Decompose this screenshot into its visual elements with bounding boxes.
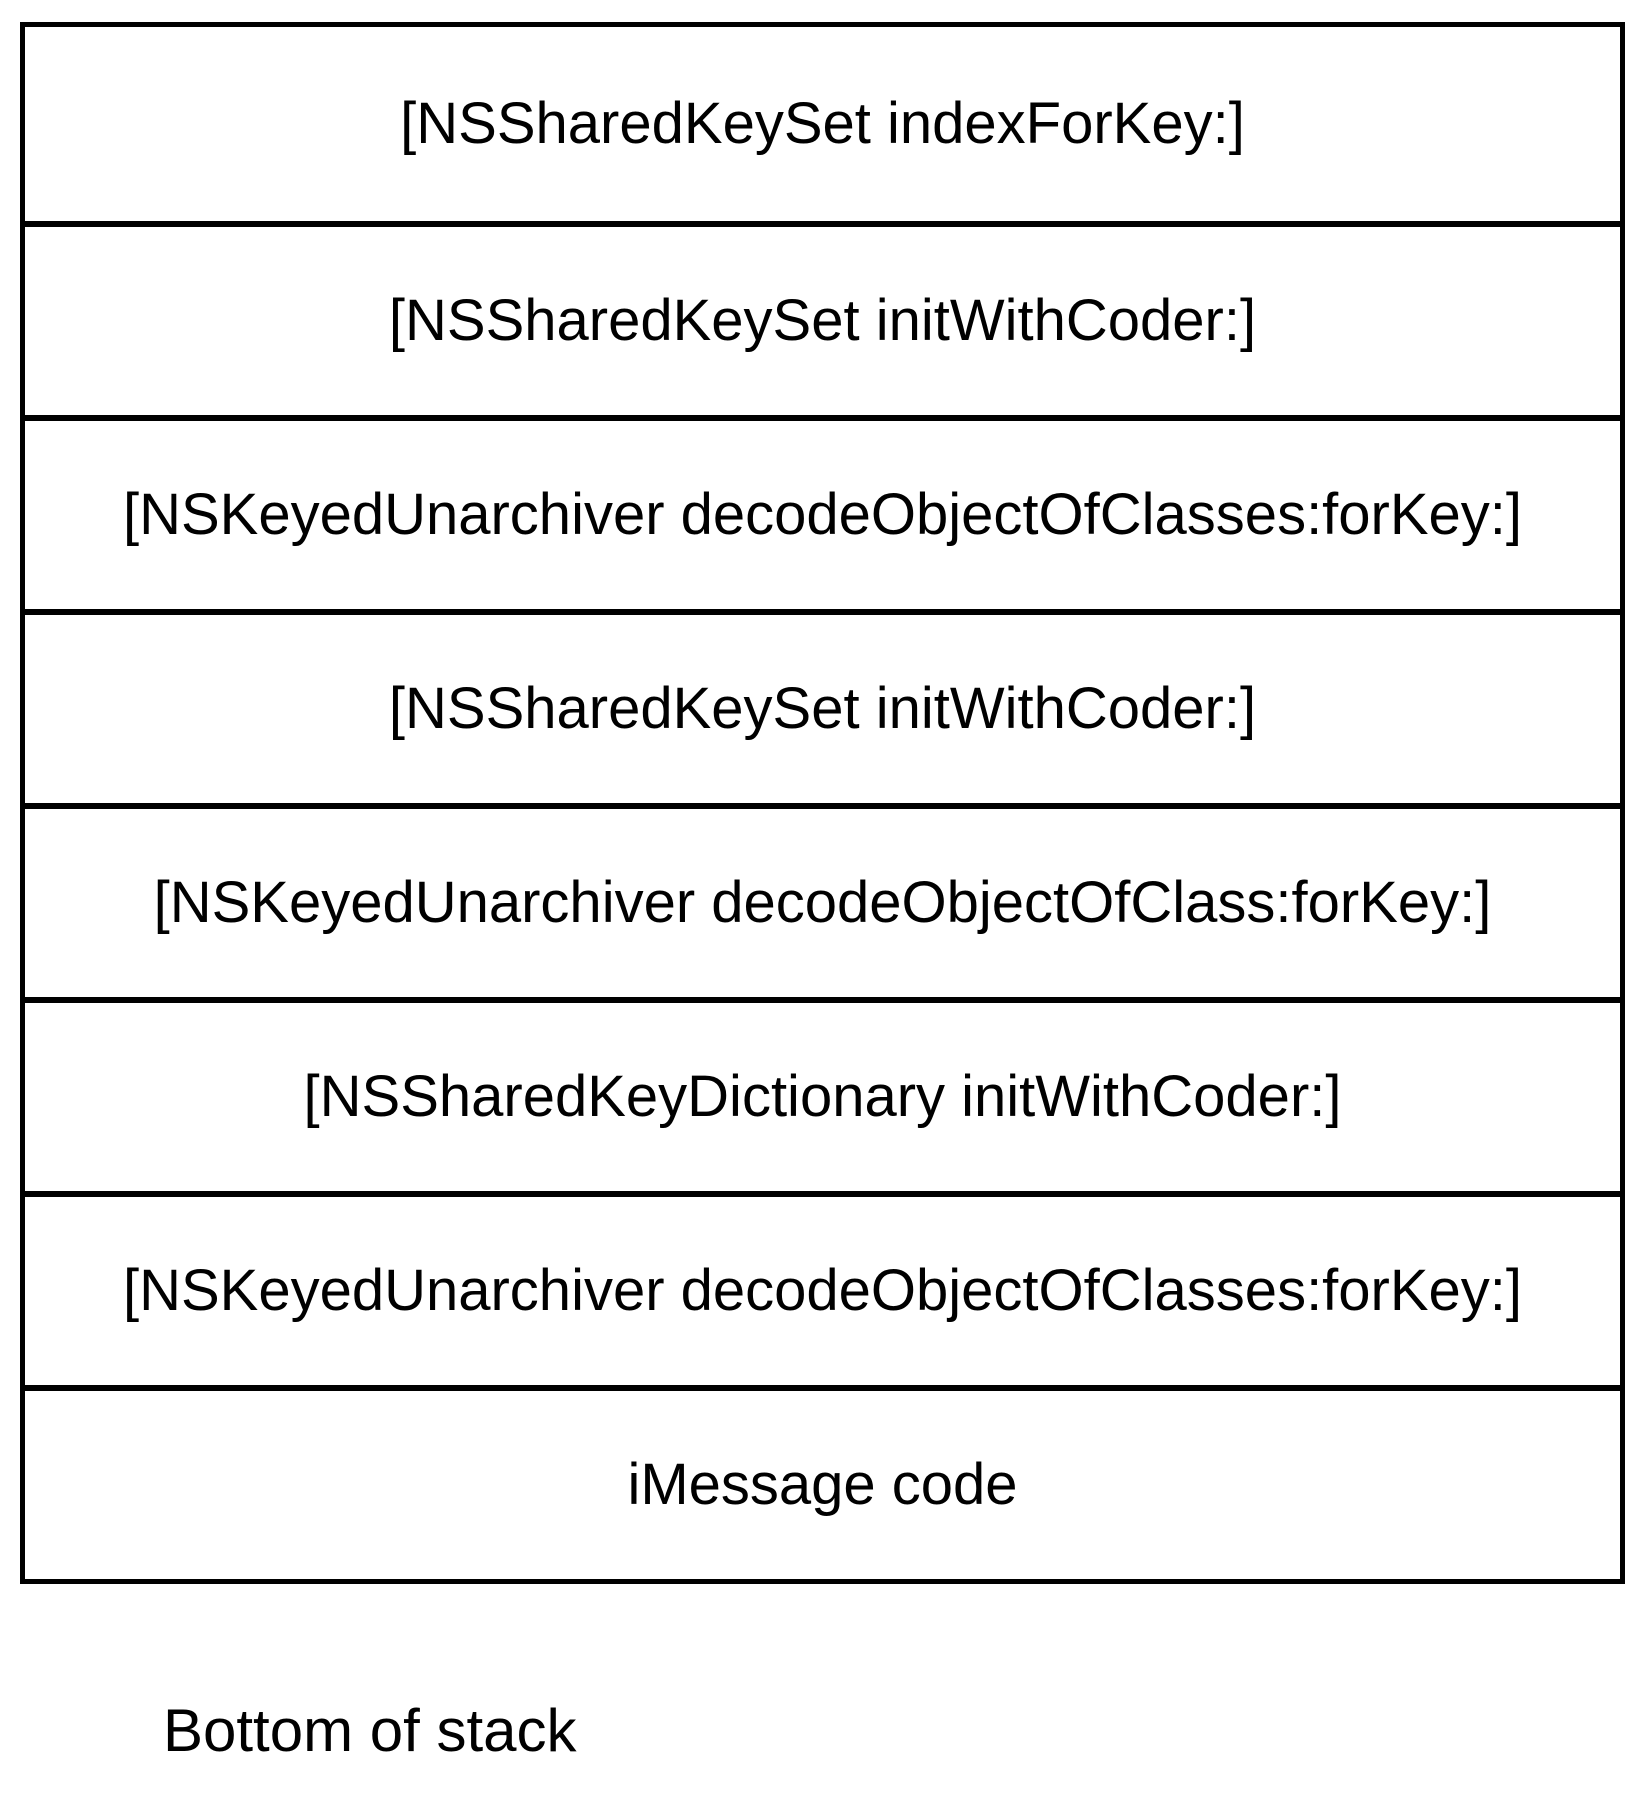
stack-frame-row: [NSKeyedUnarchiver decodeObjectOfClasses… (25, 415, 1620, 609)
stack-frame-row: iMessage code (25, 1385, 1620, 1579)
stack-frame-row: [NSKeyedUnarchiver decodeObjectOfClasses… (25, 1191, 1620, 1385)
stack-frame-label: [NSKeyedUnarchiver decodeObjectOfClasses… (122, 482, 1523, 548)
stack-frame-label: [NSSharedKeySet indexForKey:] (400, 91, 1245, 157)
stack-frame-row: [NSSharedKeySet initWithCoder:] (25, 609, 1620, 803)
stack-frame-label: [NSKeyedUnarchiver decodeObjectOfClasses… (122, 1258, 1523, 1324)
stack-frame-label: [NSSharedKeySet initWithCoder:] (388, 288, 1257, 354)
stack-frame-label: [NSKeyedUnarchiver decodeObjectOfClass:f… (153, 870, 1492, 936)
stack-frame-row: [NSSharedKeySet initWithCoder:] (25, 221, 1620, 415)
call-stack-table: [NSSharedKeySet indexForKey:] [NSSharedK… (20, 22, 1625, 1584)
stack-frame-row: [NSSharedKeyDictionary initWithCoder:] (25, 997, 1620, 1191)
stack-frame-label: [NSSharedKeySet initWithCoder:] (388, 676, 1257, 742)
stack-frame-label: [NSSharedKeyDictionary initWithCoder:] (303, 1064, 1342, 1130)
stack-frame-row: [NSKeyedUnarchiver decodeObjectOfClass:f… (25, 803, 1620, 997)
stack-frame-row: [NSSharedKeySet indexForKey:] (25, 27, 1620, 221)
stack-frame-label: iMessage code (627, 1452, 1018, 1518)
bottom-of-stack-label: Bottom of stack (163, 1697, 577, 1764)
